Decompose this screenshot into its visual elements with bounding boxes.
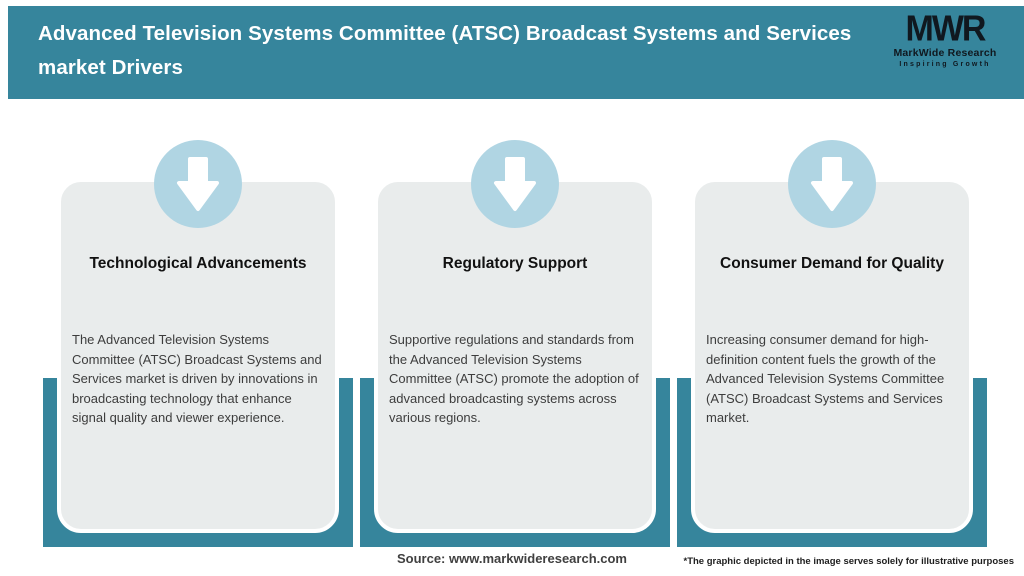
arrow-circle-badge: [788, 140, 876, 228]
card-description: The Advanced Television Systems Committe…: [72, 332, 322, 425]
header-banner: Advanced Television Systems Committee (A…: [8, 6, 1024, 99]
card-title: Consumer Demand for Quality: [720, 255, 944, 272]
footer-disclaimer: *The graphic depicted in the image serve…: [683, 556, 1015, 567]
driver-card-technological-advancements: Technological Advancements The Advanced …: [57, 178, 339, 533]
arrow-circle-badge: [471, 140, 559, 228]
down-arrow-icon: [177, 157, 219, 211]
card-description: Increasing consumer demand for high-defi…: [706, 332, 945, 425]
page-title: Advanced Television Systems Committee (A…: [38, 22, 852, 79]
logo-acronym: MWR: [905, 9, 987, 49]
arrow-circle-badge: [154, 140, 242, 228]
card-description: Supportive regulations and standards fro…: [389, 332, 639, 425]
down-arrow-icon: [811, 157, 853, 211]
card-title: Technological Advancements: [89, 255, 307, 272]
logo-tagline: Inspiring Growth: [899, 60, 991, 68]
logo-name: MarkWide Research: [893, 47, 997, 59]
driver-card-consumer-demand: Consumer Demand for Quality Increasing c…: [691, 178, 973, 533]
markwide-logo: MWR MarkWide Research Inspiring Growth: [882, 9, 1008, 68]
driver-card-regulatory-support: Regulatory Support Supportive regulation…: [374, 178, 656, 533]
card-title: Regulatory Support: [442, 255, 588, 272]
down-arrow-icon: [494, 157, 536, 211]
footer-source: Source: www.markwideresearch.com: [396, 551, 627, 566]
